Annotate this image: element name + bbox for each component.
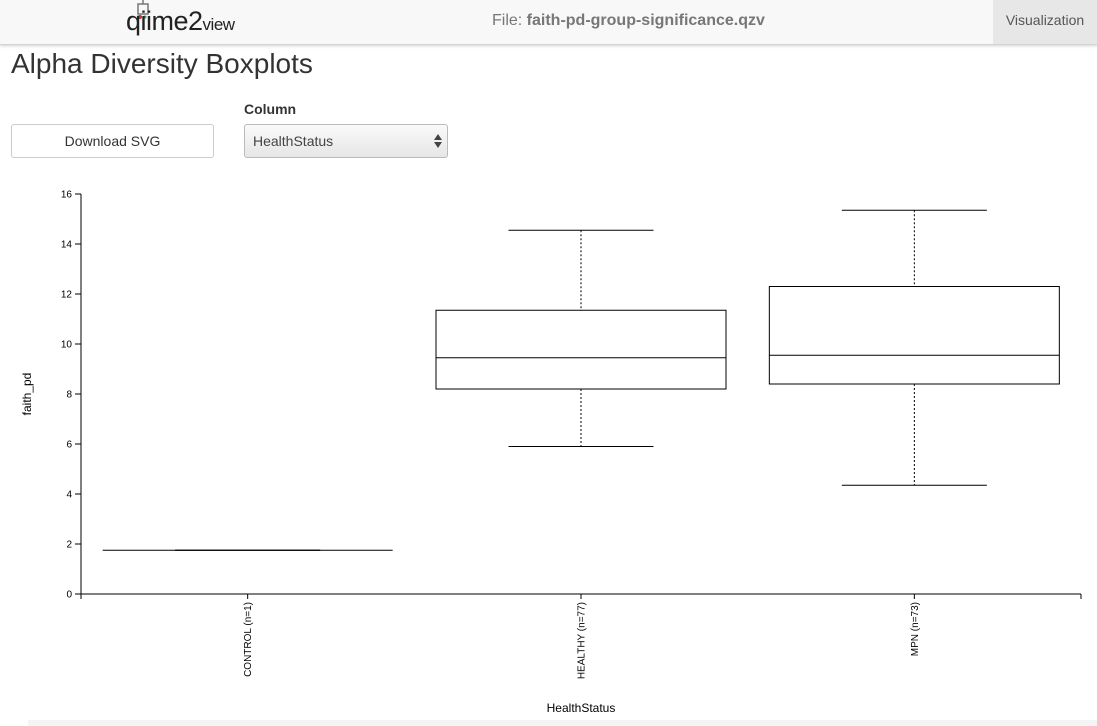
y-axis-label: faith_pd	[20, 373, 34, 416]
iqr-box	[435, 309, 727, 390]
file-label: File: faith-pd-group-significance.qzv	[492, 12, 765, 30]
y-tick-label: 6	[66, 440, 72, 451]
logo-text: qiime2view	[126, 6, 235, 37]
file-name: faith-pd-group-significance.qzv	[526, 12, 765, 29]
y-tick-label: 2	[66, 540, 72, 551]
file-prefix: File:	[492, 12, 527, 29]
x-axis: CONTROL (n=1) HEALTHY (n=77) MPN (n=73)	[80, 593, 1082, 679]
logo-sub-text: view	[202, 15, 236, 34]
tab-visualization[interactable]: Visualization	[993, 0, 1097, 44]
y-tick-label: 0	[66, 590, 72, 601]
x-tick-label: HEALTHY (n=77)	[577, 602, 588, 679]
x-tick-label: MPN (n=73)	[910, 602, 921, 656]
y-tick-label: 14	[61, 240, 73, 251]
qiime2-view-logo[interactable]: qiime2view	[126, 0, 256, 42]
bottom-divider	[28, 720, 1097, 726]
boxplot-chart: 0 2 4 6 8 10 12 14 16 CONTROL (n=1) HEALTHY (n=77…	[20, 190, 1082, 715]
logo-mark-icon	[137, 0, 149, 19]
column-select-value: HealthStatus	[253, 133, 334, 149]
y-tick-label: 16	[61, 190, 73, 201]
y-tick-label: 10	[61, 340, 73, 351]
download-svg-button[interactable]: Download SVG	[11, 124, 214, 158]
y-tick-label: 12	[61, 290, 73, 301]
y-axis: 0 2 4 6 8 10 12 14 16	[61, 190, 82, 601]
logo-main-text: qiime2	[126, 6, 203, 36]
y-tick-label: 4	[66, 490, 72, 501]
iqr-box	[768, 286, 1060, 385]
box-group	[768, 209, 1060, 486]
column-select[interactable]: HealthStatus	[244, 124, 448, 158]
box-group	[435, 229, 727, 447]
x-tick-label: CONTROL (n=1)	[243, 602, 254, 677]
x-axis-label: HealthStatus	[547, 701, 616, 715]
column-select-label: Column	[244, 101, 297, 117]
top-navbar: qiime2view File: faith-pd-group-signific…	[0, 0, 1097, 45]
page-title: Alpha Diversity Boxplots	[11, 48, 313, 79]
boxplot-series	[102, 209, 1060, 551]
select-arrows-icon	[434, 134, 442, 148]
y-tick-label: 8	[66, 390, 72, 401]
